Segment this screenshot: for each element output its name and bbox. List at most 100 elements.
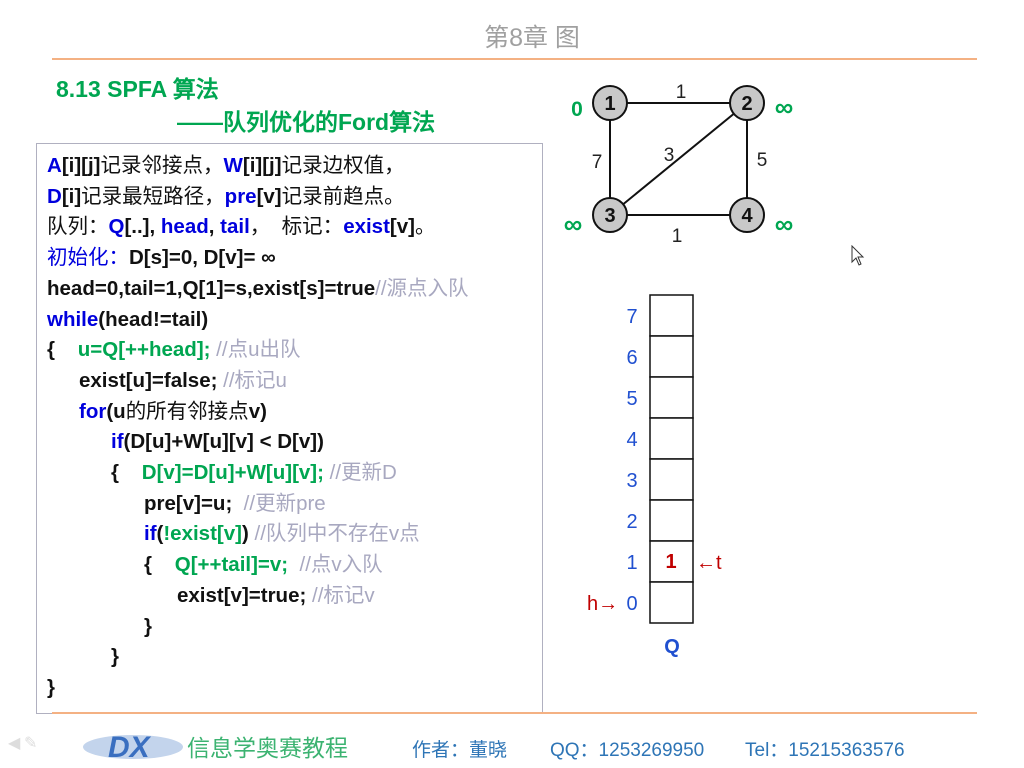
code-token: (head!=tail) [98,307,209,331]
edge-weight: 7 [592,152,603,173]
code-line: if(D[u]+W[u][v] < D[v]) [111,427,324,457]
code-token: 记录边权值， [281,154,405,177]
code-token: head [160,215,209,239]
code-token: [i][j] [242,154,282,177]
code-token: if [111,430,124,454]
code-token: //点v入队 [288,553,383,577]
code-token: exist [343,215,390,239]
tail-pointer: ←t [696,552,722,574]
code-token: Q [108,215,125,239]
edge-weight: 1 [676,82,687,103]
code-token: 记录邻接点， [100,154,224,177]
graph-node [729,197,765,233]
code-token: exist[u]=false; [79,368,218,392]
head-pointer: h→ [587,593,618,615]
graph-node [592,197,628,233]
code-line: pre[v]=u; //更新pre [144,489,326,519]
pseudocode-box: A[i][j]记录邻接点，W[i][j]记录边权值，D[i]记录最短路径，pre… [36,143,543,714]
queue-index: 1 [626,552,637,574]
code-token: 队列： [47,215,109,239]
queue-cell [649,458,694,501]
edge-weight: 5 [757,150,768,171]
code-token: //队列中不存在v点 [248,522,420,546]
code-token: //标记v [306,583,375,607]
code-token: ， 标记： [249,215,344,239]
code-token: D[s]=0, D[v]= ∞ [129,246,276,270]
node-label: 2 [741,93,752,115]
footer-divider [52,712,977,714]
queue-cell [649,335,694,378]
code-token: Q[++tail]=v; [174,553,289,577]
code-token: pre[v]=u; [144,491,233,515]
svg-text:DX: DX [108,731,152,763]
graph-node [592,85,628,121]
code-line: } [47,673,55,703]
code-line: 队列：Q[..], head, tail， 标记：exist[v]。 [47,212,435,242]
code-token: [v] [256,184,282,208]
queue-cell [649,540,694,583]
code-token: !exist[v] [163,522,242,546]
slide-subheading: ——队列优化的Ford算法 [177,109,436,135]
code-token: (u [106,399,126,423]
code-token: [v] [389,215,415,239]
code-token: //标记u [217,368,287,392]
brand-text: 信息学奥赛教程 [187,735,348,761]
slide-heading: 8.13 SPFA 算法 [56,76,219,102]
prev-slide-icon[interactable]: ◀ [8,735,21,752]
queue-cell [649,581,694,624]
code-line: exist[u]=false; //标记u [79,366,287,396]
code-token: head=0,tail=1,Q[1]=s,exist[s]=true [47,276,376,300]
code-token: u=Q[++head]; [77,338,211,362]
code-token: for [79,399,107,423]
queue-value: 1 [665,551,676,573]
queue-index: 2 [626,511,637,533]
pen-icon[interactable]: ✎ [24,735,38,752]
code-token: //更新D [323,461,397,484]
code-token: } [111,645,119,669]
code-token: , [208,215,221,239]
edge-weight: 1 [672,226,683,247]
node-label: 1 [604,93,615,115]
footer: ◀ ✎ DX 信息学奥赛教程 作者：董晓 QQ：1253269950 Tel：1… [0,727,1024,763]
queue-index: 0 [626,593,637,615]
code-line: { D[v]=D[u]+W[u][v]; //更新D [111,458,397,488]
queue-index: 4 [626,429,637,451]
code-token: (D[u]+W[u][v] < D[v]) [123,430,324,454]
code-line: for(u的所有邻接点v) [79,397,267,427]
queue-label: Q [664,636,680,658]
code-token: } [144,614,152,638]
code-token: while [47,307,99,331]
code-line: if(!exist[v]) //队列中不存在v点 [144,519,420,549]
code-token: A [47,154,62,177]
queue-index: 6 [626,347,637,369]
code-token: [i] [61,184,82,208]
code-token: { [144,553,175,577]
node-distance: ∞ [775,209,794,239]
queue-cell [649,499,694,542]
code-line: } [144,612,152,642]
code-token: ( [156,522,164,546]
node-label: 3 [604,205,615,227]
header-divider [52,58,977,60]
code-token: } [47,675,55,699]
code-token: [i][j] [61,154,101,177]
code-line: { u=Q[++head]; //点u出队 [47,335,300,365]
tel-text: Tel：15215363576 [745,740,905,761]
code-token: v) [248,399,267,423]
queue-index: 5 [626,388,637,410]
code-token: //源点入队 [375,276,469,300]
node-distance: ∞ [564,209,583,239]
code-token: if [144,522,157,546]
code-line: head=0,tail=1,Q[1]=s,exist[s]=true//源点入队 [47,274,469,304]
code-token: 的所有邻接点 [125,399,249,423]
code-token: pre [224,184,257,208]
code-token: 记录最短路径， [81,184,225,208]
code-token: //更新pre [232,491,326,515]
queue-cell [649,294,694,337]
code-line: } [111,642,119,672]
code-line: D[i]记录最短路径，pre[v]记录前趋点。 [47,182,405,212]
code-token: 初始化： [47,246,129,270]
code-token: exist[v]=true; [177,583,307,607]
code-token: D [47,184,62,208]
